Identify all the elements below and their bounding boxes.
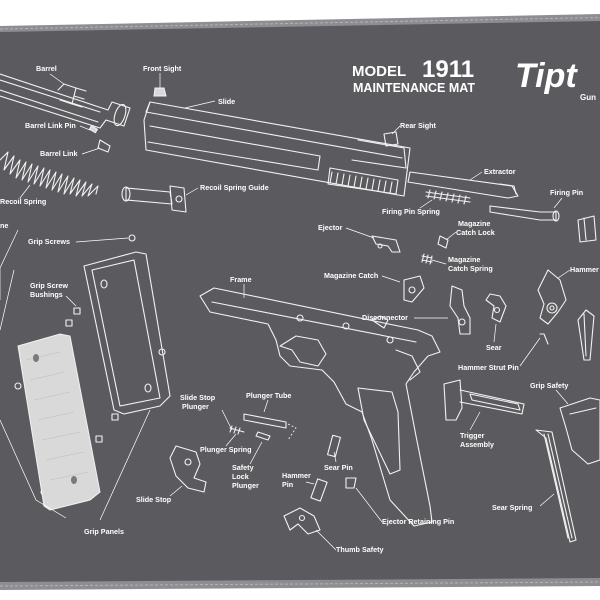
barrel-drawing (0, 73, 131, 129)
label-front-sight: Front Sight (143, 64, 182, 73)
label-grip-safety: Grip Safety (530, 381, 568, 390)
label-sear: Sear (486, 343, 502, 352)
label-slide-stop: Slide Stop (136, 495, 172, 504)
sear-spring-drawing (535, 429, 577, 543)
label-grip-panels: Grip Panels (84, 527, 124, 536)
label-plunger-tube: Plunger Tube (246, 391, 291, 400)
label-thumb-safety: Thumb Safety (336, 545, 384, 554)
recoil-spring-drawing (0, 151, 99, 197)
hammer-drawing (537, 269, 567, 325)
slide-drawing (143, 101, 411, 197)
thumb-safety-drawing (283, 507, 321, 535)
title-model: MODEL (352, 63, 406, 80)
label-edge-cut: ne (0, 221, 8, 230)
grip-safety-drawing (559, 397, 600, 465)
grip-panel-front-drawing (17, 333, 101, 511)
firing-pin-spring-drawing (425, 189, 471, 205)
label-hammer-strut-pin: Hammer Strut Pin (458, 363, 519, 372)
label-firing-pin: Firing Pin (550, 188, 583, 197)
label-hammer: Hammer (570, 265, 599, 274)
title-number: 1911 (422, 56, 474, 83)
label-disconnector: Disconnector (362, 313, 408, 322)
recoil-spring-guide-drawing (121, 185, 187, 213)
label-barrel-link: Barrel Link (40, 149, 78, 158)
label-barrel-link-pin: Barrel Link Pin (25, 121, 76, 130)
label-sear-spring: Sear Spring (492, 503, 532, 512)
label-rear-sight: Rear Sight (400, 121, 437, 130)
mat-surface (0, 21, 600, 582)
firing-pin-drawing (489, 205, 560, 222)
label-magazine-catch: Magazine Catch (324, 271, 378, 280)
label-grip-screws: Grip Screws (28, 237, 70, 246)
label-ejector: Ejector (318, 223, 343, 232)
brand-tagline: Gun (580, 93, 596, 102)
title-subtitle: MAINTENANCE MAT (353, 81, 475, 95)
label-barrel: Barrel (36, 64, 57, 73)
label-slide: Slide (218, 97, 235, 106)
extractor-drawing (407, 171, 519, 199)
label-sear-pin: Sear Pin (324, 463, 353, 472)
label-recoil-spring: Recoil Spring (0, 197, 46, 206)
grip-panel-back-drawing (83, 251, 171, 415)
label-firing-pin-spring: Firing Pin Spring (382, 207, 440, 216)
label-plunger-spring: Plunger Spring (200, 445, 252, 454)
mat-stitching (0, 17, 600, 587)
slide-stop-drawing (169, 445, 207, 493)
trigger-assembly-drawing (443, 379, 525, 421)
label-frame: Frame (230, 275, 252, 284)
frame-drawing (199, 287, 441, 527)
label-ejector-retaining-pin: Ejector Retaining Pin (382, 517, 454, 526)
brand-logo-text: Tipt (515, 57, 578, 95)
label-extractor: Extractor (484, 167, 516, 176)
label-recoil-spring-guide: Recoil Spring Guide (200, 183, 269, 192)
